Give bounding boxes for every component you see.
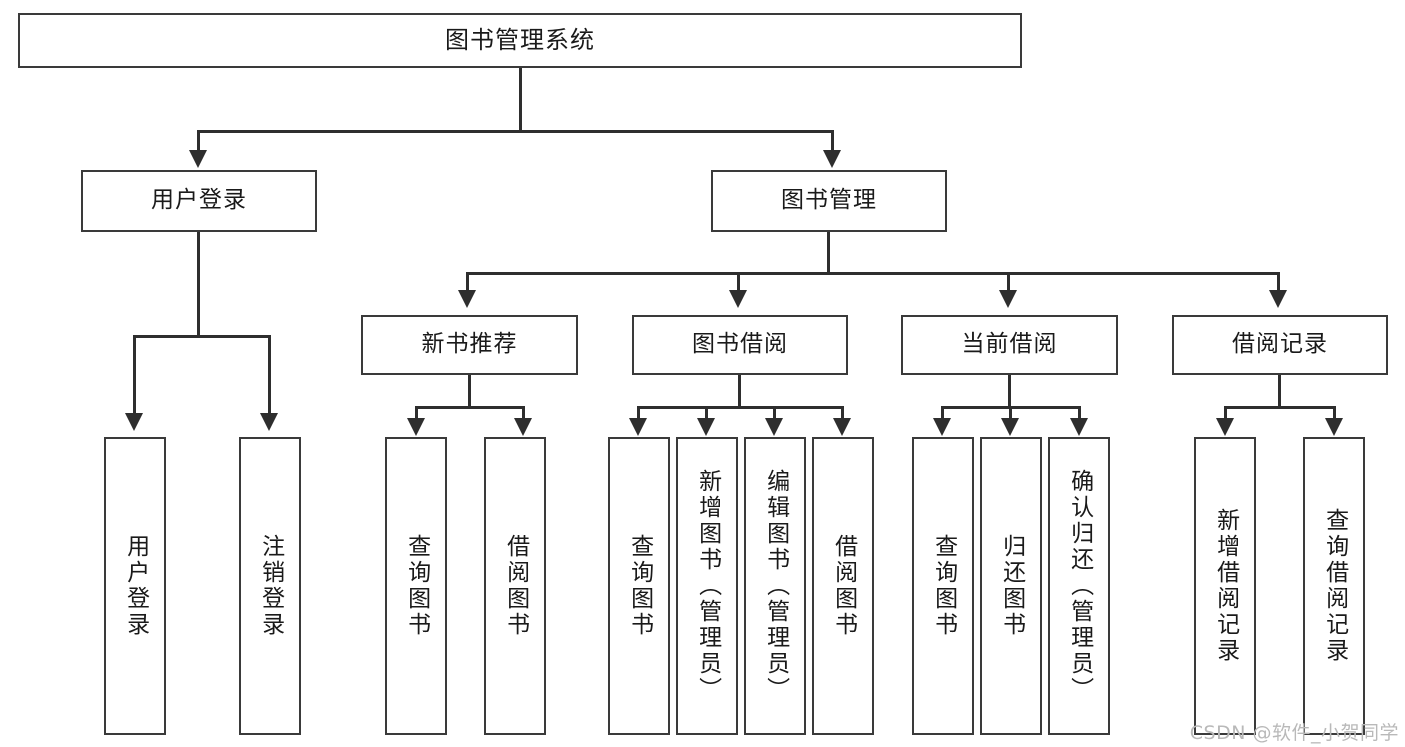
leaf-label: 用户登录: [122, 534, 149, 638]
arrowhead-book-management-to-borrow-record: [1269, 290, 1287, 308]
edge-new-book-to-leaf-1: [415, 406, 418, 420]
arrowhead-book-borrow-to-leaf-2: [697, 418, 715, 436]
leaf-label: 新增借阅记录: [1212, 508, 1239, 664]
leaf-borrow-record-add-record[interactable]: 新增借阅记录: [1194, 437, 1256, 735]
node-label: 用户登录: [151, 187, 247, 214]
edge-book-management-trunk: [827, 232, 830, 274]
edge-user-login-to-leaf-1: [133, 335, 136, 415]
arrowhead-borrow-record-to-leaf-2: [1325, 418, 1343, 436]
edge-new-book-splitter: [415, 406, 525, 409]
arrowhead-current-borrow-to-leaf-3: [1070, 418, 1088, 436]
edge-borrow-record-splitter: [1224, 406, 1336, 409]
arrowhead-book-borrow-to-leaf-3: [765, 418, 783, 436]
leaf-label: 借阅图书: [502, 534, 529, 638]
edge-book-borrow-to-leaf-1: [637, 406, 640, 420]
edge-book-borrow-to-leaf-2: [705, 406, 708, 420]
node-current-borrow[interactable]: 当前借阅: [901, 315, 1118, 375]
leaf-label: 编辑图书（管理员）: [762, 469, 789, 703]
arrowhead-book-borrow-to-leaf-4: [833, 418, 851, 436]
node-user-login[interactable]: 用户登录: [81, 170, 317, 232]
node-label: 图书管理: [781, 187, 877, 214]
arrowhead-book-management-to-current-borrow: [999, 290, 1017, 308]
edge-new-book-trunk: [468, 375, 471, 408]
edge-root-trunk: [519, 68, 522, 132]
leaf-current-borrow-query-book[interactable]: 查询图书: [912, 437, 974, 735]
edge-borrow-record-trunk: [1278, 375, 1281, 408]
edge-current-borrow-trunk: [1008, 375, 1011, 408]
arrowhead-current-borrow-to-leaf-1: [933, 418, 951, 436]
leaf-label: 借阅图书: [830, 534, 857, 638]
edge-root-to-user-login: [197, 130, 200, 152]
arrowhead-book-management-to-book-borrow: [729, 290, 747, 308]
leaf-label: 查询图书: [403, 534, 430, 638]
arrowhead-book-borrow-to-leaf-1: [629, 418, 647, 436]
edge-new-book-to-leaf-2: [522, 406, 525, 420]
edge-book-management-to-borrow-record: [1277, 272, 1280, 292]
arrowhead-borrow-record-to-leaf-1: [1216, 418, 1234, 436]
leaf-label: 查询图书: [930, 534, 957, 638]
node-borrow-record[interactable]: 借阅记录: [1172, 315, 1388, 375]
leaf-label: 注销登录: [257, 534, 284, 638]
node-label: 图书管理系统: [445, 26, 595, 55]
leaf-user-login-login[interactable]: 用户登录: [104, 437, 166, 735]
arrowhead-current-borrow-to-leaf-2: [1001, 418, 1019, 436]
edge-book-management-to-current-borrow: [1007, 272, 1010, 292]
csdn-watermark: CSDN @软件_小贺同学: [1189, 722, 1399, 744]
leaf-new-book-borrow-book[interactable]: 借阅图书: [484, 437, 546, 735]
node-label: 当前借阅: [961, 331, 1058, 358]
leaf-label: 查询借阅记录: [1321, 508, 1348, 664]
edge-user-login-to-leaf-2: [268, 335, 271, 415]
leaf-new-book-query-book[interactable]: 查询图书: [385, 437, 447, 735]
leaf-borrow-record-query-record[interactable]: 查询借阅记录: [1303, 437, 1365, 735]
edge-root-to-book-management: [831, 130, 834, 152]
arrowhead-user-login-to-leaf-1: [125, 413, 143, 431]
arrowhead-user-login-to-leaf-2: [260, 413, 278, 431]
node-book-management[interactable]: 图书管理: [711, 170, 947, 232]
edge-book-management-to-book-borrow: [737, 272, 740, 292]
edge-book-borrow-splitter: [637, 406, 843, 409]
leaf-book-borrow-borrow-book[interactable]: 借阅图书: [812, 437, 874, 735]
edge-current-borrow-to-leaf-1: [941, 406, 944, 420]
node-label: 图书借阅: [692, 331, 788, 358]
leaf-label: 查询图书: [626, 534, 653, 638]
edge-user-login-trunk: [197, 232, 200, 337]
edge-borrow-record-to-leaf-1: [1224, 406, 1227, 420]
leaf-book-borrow-add-book-admin[interactable]: 新增图书（管理员）: [676, 437, 738, 735]
edge-current-borrow-to-leaf-3: [1078, 406, 1081, 420]
leaf-current-borrow-confirm-return-admin[interactable]: 确认归还（管理员）: [1048, 437, 1110, 735]
edge-book-borrow-to-leaf-3: [773, 406, 776, 420]
edge-book-borrow-to-leaf-4: [841, 406, 844, 420]
leaf-label: 归还图书: [998, 534, 1025, 638]
leaf-label: 新增图书（管理员）: [694, 469, 721, 703]
edge-borrow-record-to-leaf-2: [1333, 406, 1336, 420]
node-label: 新书推荐: [421, 331, 518, 358]
leaf-user-login-logout[interactable]: 注销登录: [239, 437, 301, 735]
node-label: 借阅记录: [1232, 331, 1328, 358]
node-book-borrow[interactable]: 图书借阅: [632, 315, 848, 375]
edge-current-borrow-to-leaf-2: [1009, 406, 1012, 420]
edge-book-management-to-new-book: [466, 272, 469, 292]
edge-book-management-splitter: [466, 272, 1280, 275]
node-root-book-management-system[interactable]: 图书管理系统: [18, 13, 1022, 68]
edge-root-splitter: [197, 130, 834, 133]
leaf-book-borrow-query-book[interactable]: 查询图书: [608, 437, 670, 735]
edge-book-borrow-trunk: [738, 375, 741, 408]
arrowhead-book-management-to-new-book: [458, 290, 476, 308]
node-new-book-recommend[interactable]: 新书推荐: [361, 315, 578, 375]
leaf-label: 确认归还（管理员）: [1066, 469, 1093, 703]
arrowhead-root-to-book-management: [823, 150, 841, 168]
leaf-book-borrow-edit-book-admin[interactable]: 编辑图书（管理员）: [744, 437, 806, 735]
edge-user-login-splitter: [133, 335, 270, 338]
arrowhead-new-book-to-leaf-1: [407, 418, 425, 436]
arrowhead-new-book-to-leaf-2: [514, 418, 532, 436]
leaf-current-borrow-return-book[interactable]: 归还图书: [980, 437, 1042, 735]
arrowhead-root-to-user-login: [189, 150, 207, 168]
